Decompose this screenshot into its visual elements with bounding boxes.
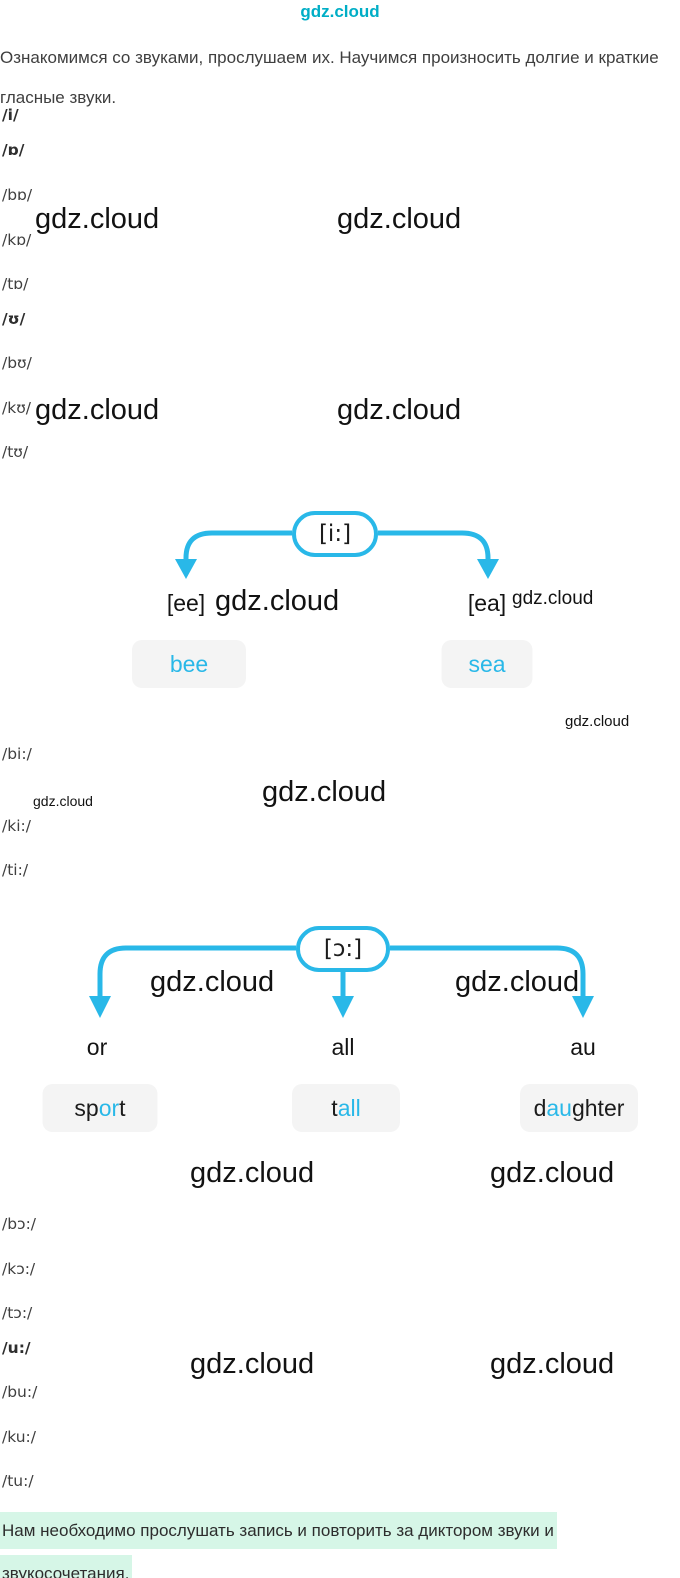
watermark: gdz.cloud [490, 1348, 615, 1380]
example-word-sea: sea [441, 640, 533, 688]
word-prefix: t [331, 1094, 338, 1121]
spelling-label-or: or [86, 1034, 108, 1060]
arrowhead-right [477, 559, 499, 579]
word-suffix: t [119, 1094, 126, 1121]
phonetic-item: /bɒ/ [2, 186, 33, 204]
phonetic-item: /kɔ:/ [2, 1260, 36, 1278]
phonetic-item: /tɒ/ [2, 275, 29, 293]
i-long-diagram-arrows [175, 530, 499, 579]
arrowhead-left [175, 559, 197, 579]
word-prefix: sp [74, 1094, 99, 1121]
spelling-label-au: au [570, 1034, 596, 1060]
word-suffix: ghter [571, 1094, 625, 1121]
watermark: gdz.cloud [190, 1348, 315, 1380]
spelling-label-all: all [331, 1034, 355, 1060]
word-highlight: all [337, 1094, 361, 1121]
watermark: gdz.cloud [190, 1157, 315, 1189]
word-highlight: or [98, 1094, 120, 1121]
phonetic-item: /bi:/ [2, 745, 32, 763]
arrow-right [390, 945, 586, 998]
phonetic-item: /tu:/ [2, 1472, 34, 1490]
answer-highlight: Нам необходимо прослушать запись и повто… [0, 1512, 557, 1578]
phonetic-item: /i/ [2, 106, 19, 124]
arrow-left [183, 530, 292, 561]
watermark: gdz.cloud [262, 776, 387, 808]
word-text: bee [169, 650, 209, 677]
spelling-label-ee: [ee] [166, 590, 206, 616]
phonetic-item: /tʊ/ [2, 443, 29, 461]
phonetic-item: /ku:/ [2, 1428, 36, 1446]
answer-text: Нам необходимо прослушать запись и повто… [0, 1509, 640, 1578]
watermark: gdz.cloud [35, 394, 160, 426]
arrowhead-middle [332, 996, 354, 1018]
sound-node-i-long: [i:] [292, 511, 378, 557]
watermark: gdz.cloud [337, 394, 462, 426]
word-text: sea [468, 650, 506, 677]
word-prefix: d [533, 1094, 547, 1121]
phonetic-item: /bɔ:/ [2, 1215, 37, 1233]
example-word-bee: bee [132, 640, 246, 688]
watermark: gdz.cloud [455, 966, 580, 998]
sound-node-o-long: [ɔ:] [296, 926, 390, 972]
arrowhead-left [89, 996, 111, 1018]
watermark: gdz.cloud [215, 585, 340, 617]
phonetic-item: /kɒ/ [2, 231, 32, 249]
arrow-left [97, 945, 296, 998]
watermark: gdz.cloud [33, 793, 93, 809]
phonetic-item: /u:/ [2, 1339, 31, 1357]
watermark: gdz.cloud [150, 966, 275, 998]
phonetic-item: /ɒ/ [2, 141, 25, 159]
watermark: gdz.cloud [300, 2, 380, 21]
o-long-diagram-arrows [89, 945, 594, 1018]
spelling-label-ea: [ea] [467, 590, 507, 616]
watermark: gdz.cloud [337, 203, 462, 235]
watermark: gdz.cloud [565, 713, 630, 730]
phonetic-item: /bu:/ [2, 1383, 38, 1401]
phonetic-item: /ti:/ [2, 861, 29, 879]
phonetic-item: /ʊ/ [2, 310, 26, 328]
watermark: gdz.cloud [490, 1157, 615, 1189]
watermark: gdz.cloud [35, 203, 160, 235]
intro-text: Ознакомимся со звуками, прослушаем их. Н… [0, 48, 659, 107]
phonetic-item: /kʊ/ [2, 399, 31, 417]
phonetic-item: /tɔ:/ [2, 1304, 33, 1322]
watermark: gdz.cloud [512, 588, 594, 609]
arrowhead-right [572, 996, 594, 1018]
phonetic-item: /ki:/ [2, 817, 31, 835]
phonetic-item: /bʊ/ [2, 354, 32, 372]
arrow-right [378, 530, 491, 561]
word-highlight: au [546, 1094, 572, 1121]
